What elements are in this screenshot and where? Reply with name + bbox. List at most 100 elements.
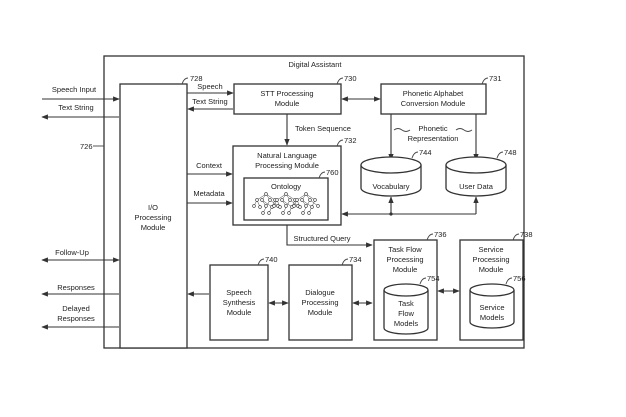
service-label-2: Processing — [472, 255, 509, 264]
ontology-node — [288, 198, 292, 202]
phonetic-module-ref: 731 — [489, 74, 502, 83]
dialogue-ref-leader — [341, 258, 349, 266]
ontology-edge — [281, 199, 293, 208]
ontology-node — [284, 192, 288, 196]
ontology-node — [292, 204, 296, 208]
task-flow-label-2: Processing — [386, 255, 423, 264]
phonetic-ref-leader — [481, 77, 489, 85]
dialogue-label-1: Dialogue — [305, 288, 335, 297]
ontology-node — [287, 211, 291, 215]
metadata-label: Metadata — [193, 189, 225, 198]
phonetic-repr-label-1: Phonetic — [418, 124, 447, 133]
task-flow-models-ref-leader — [419, 277, 427, 285]
nlp-module-label-2: Processing Module — [255, 161, 319, 170]
ontology-label: Ontology — [271, 182, 301, 191]
ontology-node — [280, 198, 284, 202]
task-flow-models-label-1: Task — [398, 299, 414, 308]
bus-junction — [389, 212, 393, 216]
user-data-label: User Data — [459, 182, 494, 191]
io-module-ref-leader — [181, 77, 189, 85]
speech-synthesis-module — [209, 264, 269, 341]
ontology-node — [258, 205, 262, 209]
task-flow-models-label-2: Flow — [398, 309, 414, 318]
ontology-node — [298, 205, 302, 209]
ontology-node — [284, 204, 288, 208]
io-module-label-2: Processing — [134, 213, 171, 222]
io-module-label-3: Module — [141, 223, 166, 232]
ontology-node — [260, 198, 264, 202]
ontology-node — [295, 198, 299, 202]
stt-module-label-2: Module — [275, 99, 300, 108]
ontology-node — [281, 211, 285, 215]
delayed-responses-label-1: Delayed — [62, 304, 90, 313]
speech-synthesis-ref-leader — [257, 258, 265, 266]
phonetic-repr-label-2: Representation — [408, 134, 459, 143]
ontology-node — [310, 205, 314, 209]
io-module-label-1: I/O — [148, 203, 158, 212]
ontology-ref: 760 — [326, 168, 339, 177]
ontology-edge — [296, 193, 307, 201]
ontology-ref-leader — [318, 171, 326, 179]
phonetic-module-label-2: Conversion Module — [401, 99, 466, 108]
speech-input-label: Speech Input — [52, 85, 97, 94]
ontology-edge — [285, 193, 296, 201]
dialogue-processing-module — [288, 264, 353, 341]
nlp-ref-leader — [336, 139, 344, 147]
ontology-edge — [301, 199, 313, 208]
stt-ref-leader — [336, 77, 344, 85]
follow-up-label: Follow-Up — [55, 248, 89, 257]
io-processing-module — [119, 83, 188, 349]
container-ref: 726 — [80, 142, 93, 151]
service-label-1: Service — [478, 245, 503, 254]
ontology-node — [267, 211, 271, 215]
speech-synthesis-label-1: Speech — [226, 288, 251, 297]
speech-flow-label: Speech — [197, 82, 222, 91]
ontology-graph-icon — [252, 192, 320, 215]
user-data-ref: 748 — [504, 148, 517, 157]
ontology-node — [316, 204, 320, 208]
ontology-node — [261, 211, 265, 215]
context-label: Context — [196, 161, 223, 170]
dialogue-label-2: Processing — [301, 298, 338, 307]
service-models-ref: 756 — [513, 274, 526, 283]
ontology-node — [304, 204, 308, 208]
ontology-edge — [276, 193, 287, 201]
io-module-ref: 728 — [190, 74, 203, 83]
delayed-responses-label-2: Responses — [57, 314, 95, 323]
structured-query-arrow — [286, 225, 373, 248]
stt-module-ref: 730 — [344, 74, 357, 83]
user-data-ref-leader — [496, 151, 504, 159]
ontology-edge — [265, 193, 276, 201]
ontology-node — [255, 198, 259, 202]
container-title: Digital Assistant — [289, 60, 343, 69]
vocabulary-label: Vocabulary — [372, 182, 409, 191]
ontology-node — [252, 204, 256, 208]
nlp-module-label-1: Natural Language — [257, 151, 317, 160]
stt-module-label-1: STT Processing — [260, 89, 313, 98]
service-models-label-2: Models — [480, 313, 504, 322]
token-sequence-label: Token Sequence — [295, 124, 351, 133]
task-flow-models-database — [383, 283, 429, 335]
ontology-edge — [256, 193, 267, 201]
ontology-node — [272, 204, 276, 208]
phonetic-wave-left — [393, 128, 411, 132]
ontology-node — [300, 198, 304, 202]
text-string-flow-label: Text String — [192, 97, 227, 106]
service-ref-leader — [512, 233, 520, 241]
speech-synthesis-label-2: Synthesis — [223, 298, 256, 307]
ontology-node — [264, 204, 268, 208]
user-data-database — [445, 156, 507, 197]
ontology-node — [278, 205, 282, 209]
service-ref: 738 — [520, 230, 533, 239]
vocabulary-database — [360, 156, 422, 197]
vocabulary-ref: 744 — [419, 148, 432, 157]
service-models-database — [469, 283, 515, 329]
speech-synthesis-ref: 740 — [265, 255, 278, 264]
phonetic-alphabet-module — [380, 83, 487, 115]
ontology-node — [275, 198, 279, 202]
phonetic-module-label-1: Phonetic Alphabet — [403, 89, 464, 98]
nlp-module-ref: 732 — [344, 136, 357, 145]
task-flow-models-label-3: Models — [394, 319, 418, 328]
service-models-label-1: Service — [479, 303, 504, 312]
